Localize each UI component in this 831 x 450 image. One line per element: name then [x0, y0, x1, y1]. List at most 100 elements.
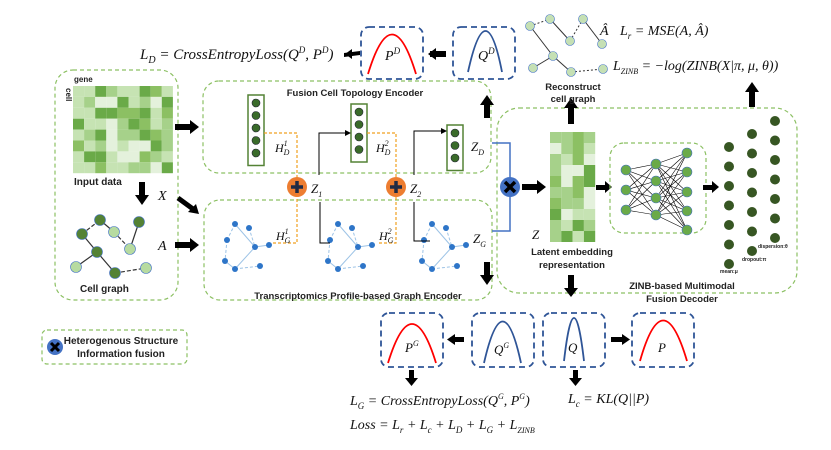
edge: [582, 18, 603, 45]
svg-text:Q: Q: [568, 340, 578, 355]
matrix-cell: [583, 143, 596, 154]
reconstructed-cell-graph: [525, 14, 608, 77]
reconstruct-label: cell graph: [551, 94, 596, 105]
loss-lr: Lr = MSE(A, Â): [619, 22, 709, 41]
gene-label: gene: [74, 75, 93, 84]
z1-label: Z1: [311, 181, 322, 199]
nn-edge: [655, 152, 688, 165]
matrix-cell: [73, 140, 85, 152]
nn-neuron: [650, 175, 662, 187]
graph-node: [335, 266, 341, 272]
matrix-cell: [161, 140, 173, 152]
matrix-cell: [150, 118, 162, 130]
output-neuron: [724, 161, 734, 172]
matrix-cell: [117, 129, 129, 141]
graph-node: [454, 263, 460, 269]
matrix-cell: [95, 140, 107, 152]
matrix-cell: [117, 107, 129, 119]
nn-neuron: [620, 204, 632, 216]
matrix-cell: [117, 96, 129, 108]
matrix-cell: [73, 107, 85, 119]
matrix-cell: [550, 187, 562, 198]
edge: [337, 265, 364, 270]
matrix-cell: [95, 162, 107, 174]
edge: [421, 239, 425, 262]
matrix-cell: [161, 162, 173, 174]
matrix-cell: [572, 143, 584, 154]
matrix-cell: [561, 143, 573, 154]
cell-node: [566, 67, 576, 77]
neuron: [450, 141, 460, 150]
output-neuron: [747, 187, 757, 198]
graph-node: [429, 266, 435, 272]
matrix-cell: [550, 231, 562, 242]
nn-neuron: [650, 158, 662, 170]
matrix-cell: [150, 86, 162, 97]
pg-distribution: PG: [380, 312, 444, 368]
output-neuron: [724, 259, 734, 269]
edge: [224, 239, 228, 262]
cell-node: [598, 64, 608, 74]
matrix-cell: [550, 132, 562, 143]
matrix-cell: [161, 118, 173, 130]
graph-node: [429, 221, 435, 227]
cell-node: [525, 21, 535, 31]
cell-node: [76, 228, 88, 240]
nn-edge: [655, 152, 688, 199]
matrix-cell: [561, 187, 573, 198]
matrix-cell: [161, 86, 173, 97]
matrix-cell: [572, 154, 584, 165]
svg-text:Information fusion: Information fusion: [77, 349, 165, 360]
matrix-cell: [73, 96, 85, 108]
nn-edge: [625, 169, 657, 182]
nn-edge: [655, 180, 688, 231]
matrix-cell: [128, 107, 140, 119]
matrix-cell: [583, 132, 596, 143]
matrix-cell: [572, 209, 584, 220]
loss-ld: LD = CrossEntropyLoss(QD, PD): [139, 45, 333, 66]
matrix-cell: [572, 165, 584, 176]
a-label: A: [157, 239, 167, 254]
matrix-cell: [106, 118, 118, 130]
nn-neuron: [620, 164, 632, 176]
matrix-cell: [583, 220, 596, 231]
matrix-cell: [128, 86, 140, 97]
matrix-cell: [139, 151, 151, 163]
matrix-cell: [117, 118, 129, 130]
cell-node: [578, 14, 588, 24]
nn-neuron: [681, 166, 693, 178]
svg-text:H1D: H1D: [274, 139, 290, 157]
matrix-cell: [84, 96, 96, 108]
graph-node: [257, 263, 263, 269]
matrix-cell: [73, 118, 85, 130]
graph-node: [222, 258, 228, 264]
matrix-cell: [106, 86, 118, 97]
edge: [549, 18, 571, 42]
matrix-cell: [150, 140, 162, 152]
neuron: [354, 145, 364, 154]
svg-text:Z: Z: [532, 227, 540, 242]
matrix-cell: [583, 198, 596, 209]
matrix-cell: [106, 129, 118, 141]
cell-node: [108, 226, 120, 238]
matrix-cell: [117, 151, 129, 163]
matrix-cell: [550, 143, 562, 154]
graph-node: [421, 237, 427, 243]
graph-node: [349, 225, 355, 231]
nn-edge: [625, 163, 657, 191]
graph-node: [232, 266, 238, 272]
qg-distribution: QG: [471, 312, 535, 368]
output-neuron: [770, 155, 780, 165]
nn-edge: [625, 189, 657, 216]
graph-node: [335, 221, 341, 227]
output-neuron: [770, 233, 780, 243]
svg-text:PD: PD: [384, 46, 401, 64]
svg-text:H1G: H1G: [275, 227, 291, 245]
output-neuron: [747, 226, 757, 237]
output-neuron: [747, 148, 757, 159]
matrix-cell: [561, 154, 573, 165]
matrix-cell: [128, 118, 140, 130]
fusion-add-icon: [287, 177, 406, 197]
matrix-cell: [150, 107, 162, 119]
neuron: [450, 153, 460, 163]
